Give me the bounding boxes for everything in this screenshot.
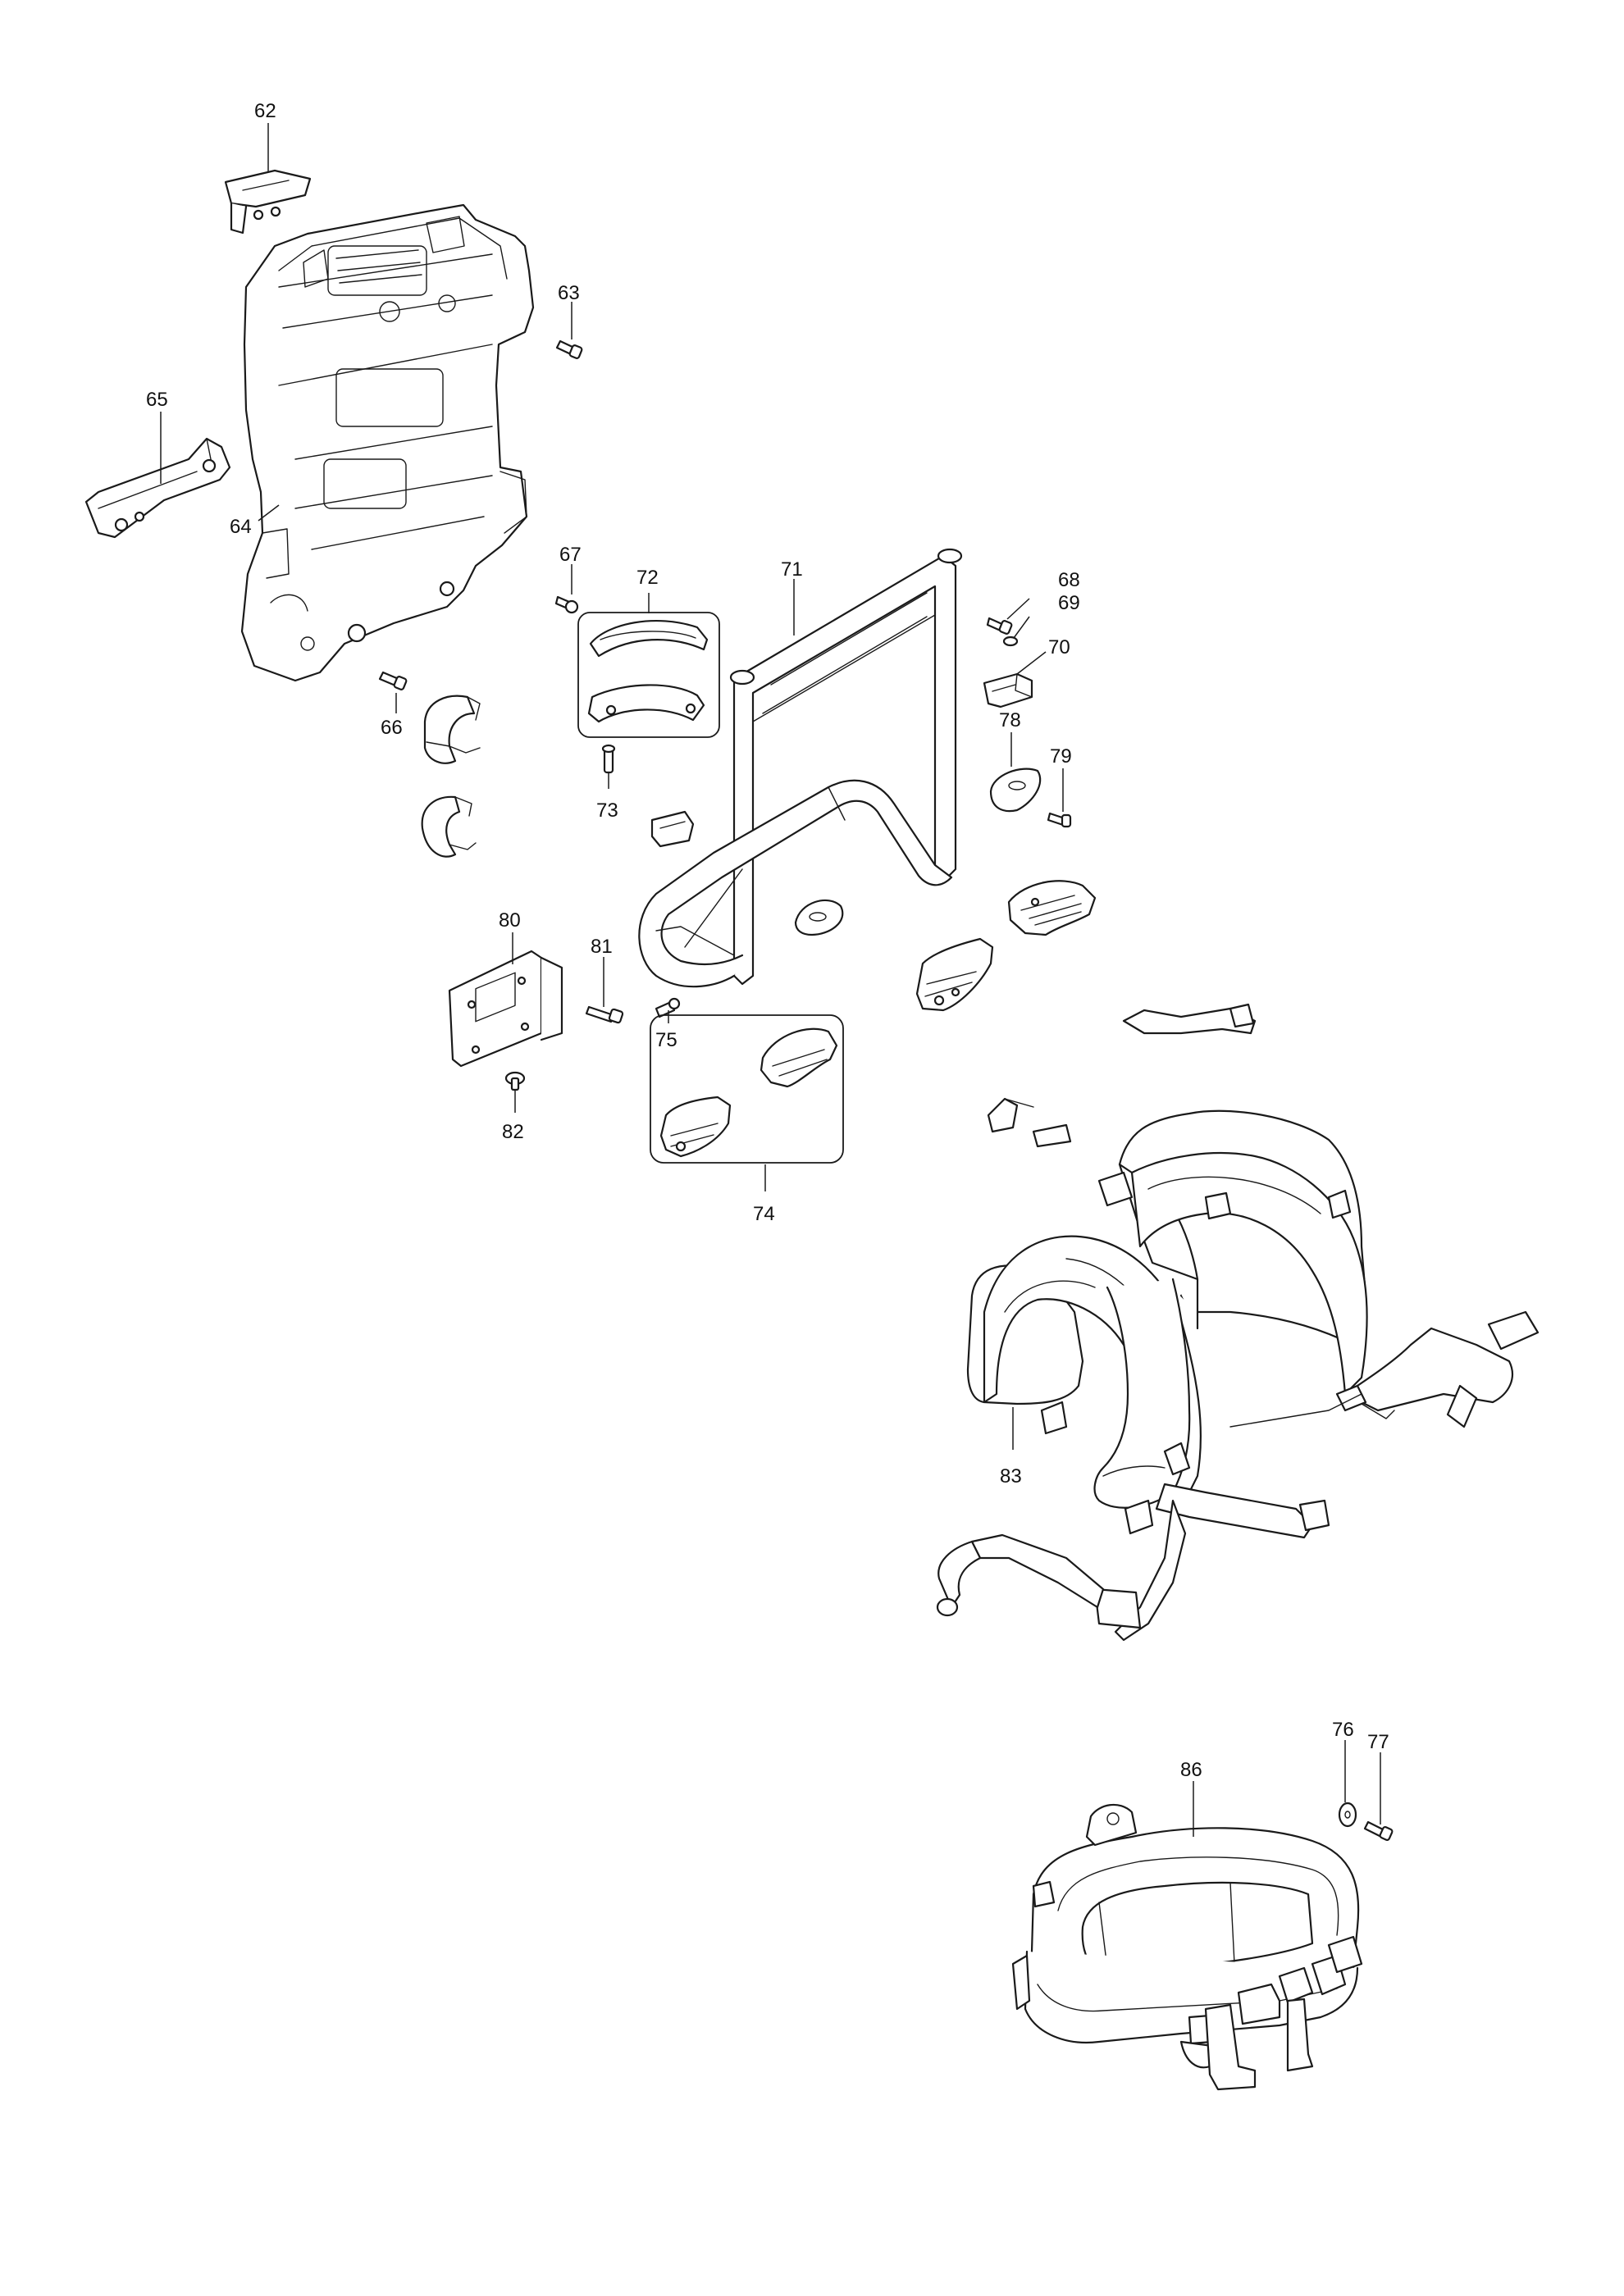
callout-76: 76: [1332, 1719, 1354, 1741]
callout-75: 75: [655, 1029, 677, 1051]
part-79-screw: [1047, 812, 1072, 828]
callout-80: 80: [499, 909, 521, 932]
callout-65: 65: [146, 389, 168, 411]
callout-labels: 62 63 64 65 66 67 68 69 70 71 72 73 74 7…: [146, 100, 1389, 1781]
callout-86: 86: [1180, 1759, 1202, 1781]
callout-68: 68: [1058, 569, 1080, 591]
callout-81: 81: [591, 936, 613, 958]
callout-79: 79: [1050, 745, 1072, 768]
part-66-screw: [378, 671, 408, 690]
part-77-screw: [1363, 1820, 1394, 1841]
part-76-washer: [1338, 1802, 1357, 1828]
part-67-screw: [554, 595, 579, 614]
clamp-right-upper: [1007, 880, 1097, 936]
callout-69: 69: [1058, 592, 1080, 614]
part-65-side-bracket: [84, 437, 231, 539]
part-72-group: [577, 612, 720, 738]
part-78-pad: [989, 768, 1042, 813]
callout-72: 72: [636, 567, 659, 589]
part-70-clip: [983, 672, 1033, 708]
part-83-harness: [936, 1003, 1540, 1642]
part-68-screw: [986, 617, 1013, 635]
part-74-group: [650, 1014, 844, 1164]
callout-63: 63: [558, 282, 580, 304]
callout-82: 82: [502, 1121, 524, 1143]
part-81-screw: [585, 1005, 624, 1024]
part-62-bracket: [224, 169, 312, 235]
callout-83: 83: [1000, 1465, 1022, 1487]
part-71-tube-frame: [638, 548, 963, 988]
leader-lines: [160, 123, 1381, 1837]
frame-pad-small: [794, 899, 844, 936]
part-64-back-frame: [240, 203, 535, 682]
part-75-screw: [655, 997, 681, 1018]
elbow-clip-lower: [421, 795, 477, 858]
callout-77: 77: [1367, 1731, 1389, 1753]
callout-73: 73: [596, 800, 618, 822]
callout-67: 67: [559, 544, 582, 566]
callout-71: 71: [781, 558, 803, 581]
callout-70: 70: [1048, 636, 1070, 658]
clamp-right-lower: [915, 937, 994, 1012]
part-73-screw: [601, 744, 616, 774]
callout-64: 64: [230, 516, 252, 538]
callout-66: 66: [381, 717, 403, 739]
frame-clip: [650, 810, 695, 848]
part-86-waist-belt: [1011, 1803, 1363, 2091]
part-80-plate: [448, 950, 563, 1068]
callout-74: 74: [753, 1203, 775, 1225]
elbow-clip-upper: [423, 695, 481, 764]
part-69-washer: [1002, 636, 1019, 647]
part-63-screw: [555, 339, 583, 359]
callout-78: 78: [999, 709, 1021, 731]
callout-62: 62: [254, 100, 276, 122]
part-82-screw: [504, 1071, 526, 1091]
